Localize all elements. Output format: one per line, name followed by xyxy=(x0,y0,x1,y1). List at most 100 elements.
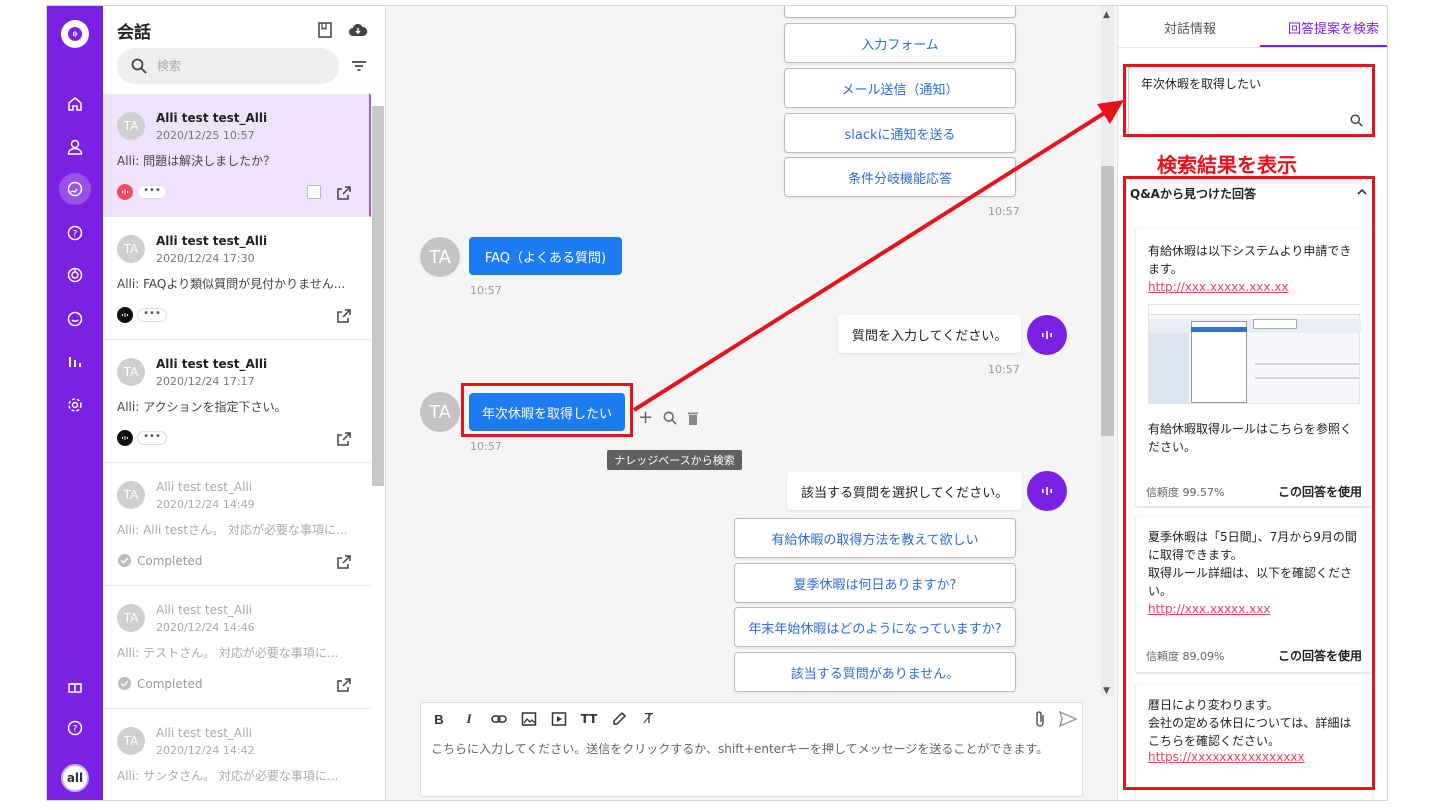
conversation-date: 2020/12/24 14:49 xyxy=(156,498,255,511)
option-button-input-form[interactable]: 入力フォーム xyxy=(784,23,1016,63)
open-external-icon[interactable] xyxy=(337,309,351,323)
question-option[interactable]: 夏季休暇は何日ありますか? xyxy=(734,563,1016,603)
send-icon[interactable] xyxy=(1059,711,1077,727)
open-external-icon[interactable] xyxy=(337,432,351,446)
help-icon[interactable]: ? xyxy=(59,712,91,744)
annotation-box-question xyxy=(461,383,633,437)
use-answer-button[interactable]: この回答を使用 xyxy=(1277,649,1362,663)
add-icon[interactable]: + xyxy=(638,407,654,428)
search-input[interactable] xyxy=(157,59,327,73)
analytics-icon[interactable] xyxy=(59,345,91,377)
open-external-icon[interactable] xyxy=(337,186,351,200)
link-icon[interactable] xyxy=(491,711,507,727)
clear-format-icon[interactable]: T̸ xyxy=(645,711,653,727)
conversation-name: Alli test test_Alli xyxy=(156,726,253,740)
option-button-hidden[interactable] xyxy=(784,6,1016,18)
agent-pill: ••• xyxy=(137,431,167,445)
conversation-search[interactable] xyxy=(117,48,339,84)
attach-icon[interactable] xyxy=(1033,711,1047,727)
status-badge: Completed xyxy=(117,553,202,568)
video-icon[interactable] xyxy=(551,711,567,727)
list-scrollbar[interactable] xyxy=(372,106,384,486)
user-avatar: TA xyxy=(420,237,460,277)
status-label: Completed xyxy=(137,553,203,568)
bot-avatar xyxy=(1027,471,1067,511)
conversations-icon[interactable] xyxy=(59,173,91,205)
answer-link[interactable]: http://xxx.xxxxx.xxx.xx xyxy=(1148,280,1289,294)
search-icon[interactable] xyxy=(663,411,677,425)
text-size-icon[interactable]: TT xyxy=(580,712,598,726)
use-answer-button[interactable]: この回答を使用 xyxy=(1277,485,1362,499)
account-avatar[interactable]: all xyxy=(61,764,89,792)
channel-chip: ••• xyxy=(117,430,167,446)
conversation-date: 2020/12/24 14:46 xyxy=(156,621,255,634)
image-icon[interactable] xyxy=(521,711,537,727)
user-message-question[interactable]: 年次休暇を取得したい xyxy=(469,393,625,431)
conversation-item[interactable]: TA Alli test test_Alli 2020/12/24 14:46 … xyxy=(103,586,371,709)
bot-message: 該当する質問を選択してください。 xyxy=(787,472,1023,510)
agent-pill: ••• xyxy=(137,308,167,322)
conversation-preview: Alli: アクションを指定下さい。 xyxy=(117,400,287,414)
answer-screenshot xyxy=(1148,304,1361,404)
tab-info[interactable]: 対話情報 xyxy=(1164,22,1217,37)
message-input[interactable]: こちらに入力してください。送信をクリックするか、shift+enterキーを押し… xyxy=(431,742,1049,756)
answer-link[interactable]: https://xxxxxxxxxxxxxxxx xyxy=(1148,750,1305,764)
answer-link[interactable]: http://xxx.xxxxx.xxx xyxy=(1148,602,1271,616)
open-external-icon[interactable] xyxy=(337,678,351,692)
conversation-name: Alli test test_Alli xyxy=(156,357,268,371)
gift-icon[interactable] xyxy=(59,670,91,702)
tab-answer-search[interactable]: 回答提案を検索 xyxy=(1288,22,1380,37)
channel-icon xyxy=(117,307,133,323)
question-option[interactable]: 該当する質問がありません。 xyxy=(734,652,1016,692)
filter-icon[interactable] xyxy=(349,56,369,76)
scroll-up-icon[interactable]: ▲ xyxy=(1103,10,1110,20)
option-button-slack[interactable]: slackに通知を送る xyxy=(784,113,1016,153)
trash-icon[interactable] xyxy=(687,411,699,425)
home-icon[interactable] xyxy=(59,88,91,120)
confidence-score: 信頼度 89.09% xyxy=(1146,650,1225,663)
conversation-item[interactable]: TA Alli test test_Alli 2020/12/24 17:30 … xyxy=(103,217,371,340)
conversation-item[interactable]: TA Alli test test_Alli 2020/12/24 17:17 … xyxy=(103,340,371,463)
status-badge: Completed xyxy=(117,676,202,691)
book-icon[interactable] xyxy=(315,20,335,40)
annotation-box-results xyxy=(1123,176,1375,790)
italic-icon[interactable]: I xyxy=(466,711,472,726)
message-time: 10:57 xyxy=(470,440,502,453)
chat-icon[interactable] xyxy=(59,303,91,335)
faq-icon[interactable]: ? xyxy=(59,217,91,249)
option-button-branch[interactable]: 条件分岐機能応答 xyxy=(784,157,1016,197)
chevron-up-icon[interactable] xyxy=(1356,186,1368,198)
channel-chip: ••• xyxy=(117,307,167,323)
settings-icon[interactable] xyxy=(59,389,91,421)
avatar: TA xyxy=(117,112,145,140)
user-avatar: TA xyxy=(420,392,460,432)
campaign-icon[interactable] xyxy=(59,259,91,291)
bold-icon[interactable]: B xyxy=(434,711,444,727)
option-button-mail[interactable]: メール送信（通知） xyxy=(784,68,1016,108)
conversation-item[interactable]: TA Alli test test_Alli 2020/12/24 14:42 … xyxy=(103,709,371,800)
question-option[interactable]: 年末年始休暇はどのようになっていますか? xyxy=(734,607,1016,647)
search-icon[interactable] xyxy=(1350,114,1363,127)
user-message-faq[interactable]: FAQ（よくある質問) xyxy=(469,237,622,275)
color-picker-icon[interactable] xyxy=(611,711,627,727)
open-external-icon[interactable] xyxy=(337,555,351,569)
question-option[interactable]: 有給休暇の取得方法を教えて欲しい xyxy=(734,518,1016,558)
conversation-item[interactable]: TA Alli test test_Alli 2020/12/24 14:49 … xyxy=(103,463,371,586)
search-icon xyxy=(131,58,147,74)
conversation-preview: Alli: テストさん。 対応が必要な事項に... xyxy=(117,646,339,660)
chat-scroll-thumb[interactable] xyxy=(1101,166,1114,436)
query-text: 年次休暇を取得したい xyxy=(1141,77,1262,91)
scroll-down-icon[interactable]: ▼ xyxy=(1103,686,1110,696)
conversation-items: TA Alli test test_Alli 2020/12/25 10:57 … xyxy=(103,94,371,800)
confidence-score: 信頼度 99.57% xyxy=(1146,486,1225,499)
contacts-icon[interactable] xyxy=(59,131,91,163)
cloud-download-icon[interactable] xyxy=(348,20,368,40)
check-circle-icon xyxy=(117,676,132,691)
check-circle-icon xyxy=(117,553,132,568)
annotation-label: 検索結果を表示 xyxy=(1157,153,1297,177)
conversation-item[interactable]: TA Alli test test_Alli 2020/12/25 10:57 … xyxy=(103,94,371,217)
message-time: 10:57 xyxy=(988,205,1020,218)
channel-icon xyxy=(117,430,133,446)
logo-icon[interactable] xyxy=(61,20,89,48)
conversation-preview: Alli: Alli testさん。 対応が必要な事項に... xyxy=(117,523,348,537)
